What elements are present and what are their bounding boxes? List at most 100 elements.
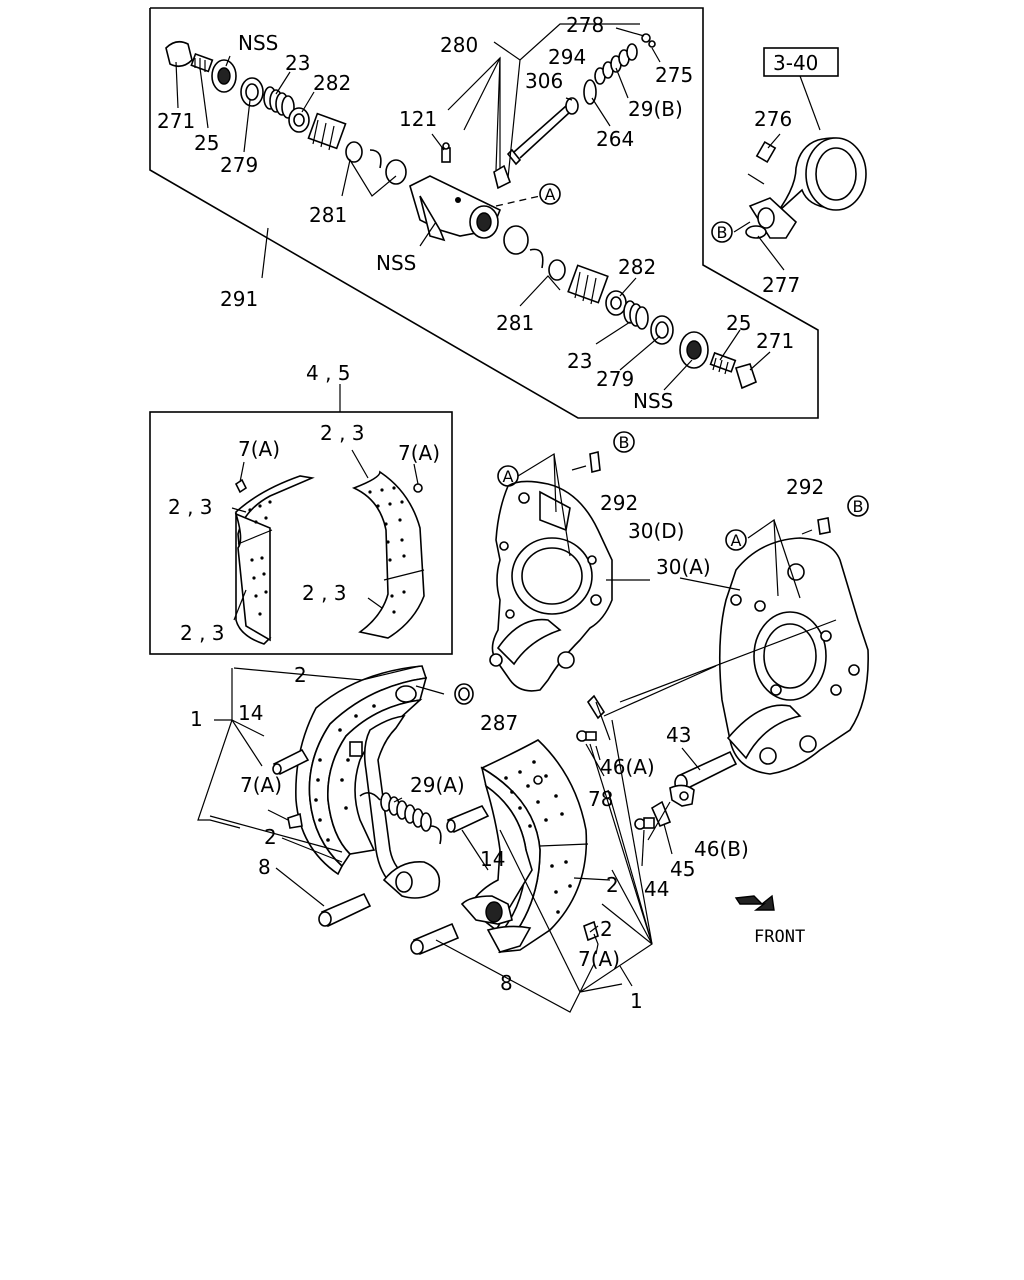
rivet-7a-k2 <box>413 483 423 493</box>
brake-chamber-3-40 <box>733 47 867 271</box>
label-23-k2: 2 , 3 <box>168 495 213 519</box>
bleeder-screw-121 <box>441 142 451 163</box>
svg-text:A: A <box>503 467 514 486</box>
marker-a-leaders <box>517 452 801 599</box>
reference-box-3-40 <box>763 47 839 77</box>
label-43: 43 <box>666 723 691 747</box>
leaders-lower <box>197 665 701 1013</box>
wheel-cylinder-assembly-frame <box>149 7 819 419</box>
label-281-top: 281 <box>309 203 347 227</box>
label-278: 278 <box>566 13 604 37</box>
label-292-a: 292 <box>600 491 638 515</box>
label-45: 45 <box>670 857 695 881</box>
label-78: 78 <box>588 787 613 811</box>
rivet-7a-k1 <box>234 478 248 494</box>
label-306: 306 <box>525 69 563 93</box>
label-121: 121 <box>399 107 437 131</box>
marker-b-2: B <box>613 431 635 453</box>
marker-a-3: A <box>725 529 747 551</box>
brake-shoe-left <box>295 665 441 899</box>
label-281-bot: 281 <box>496 311 534 335</box>
label-nss-top: NSS <box>238 31 278 55</box>
anchor-pin-14-right <box>446 804 490 834</box>
label-7a-k2: 7(A) <box>398 441 440 465</box>
label-front: FRONT <box>754 927 805 947</box>
return-spring-29a <box>359 792 442 845</box>
label-46b: 46(B) <box>694 837 749 861</box>
label-264: 264 <box>596 127 634 151</box>
label-4-5: 4 , 5 <box>306 361 351 385</box>
cylinder-body-nss <box>409 175 502 242</box>
label-282-bot: 282 <box>618 255 656 279</box>
label-30a: 30(A) <box>656 555 711 579</box>
label-14-a: 14 <box>238 701 263 725</box>
o-ring-264 <box>583 79 597 105</box>
spring-23-top <box>263 86 295 119</box>
lining-left <box>235 475 315 645</box>
piston-top <box>385 159 407 185</box>
anchor-plate-30d <box>489 451 613 692</box>
spring-23-bottom <box>623 300 649 330</box>
label-287: 287 <box>480 711 518 735</box>
plunger-281-top <box>345 141 363 163</box>
snap-ring-281-bottom <box>529 248 544 269</box>
bolt-276 <box>755 140 777 164</box>
label-291: 291 <box>220 287 258 311</box>
label-1-b: 1 <box>630 989 643 1013</box>
collar-306 <box>565 97 579 115</box>
label-3-40: 3-40 <box>773 51 818 75</box>
label-280: 280 <box>440 33 478 57</box>
marker-b-1: B <box>711 221 733 243</box>
pushrod-280 <box>493 105 571 190</box>
bolt-292-b <box>817 517 831 535</box>
label-29b: 29(B) <box>628 97 683 121</box>
label-nss-mid: NSS <box>376 251 416 275</box>
label-23-k4: 2 , 3 <box>180 621 225 645</box>
label-7a-k1: 7(A) <box>238 437 280 461</box>
label-23-bot: 23 <box>567 349 592 373</box>
label-275: 275 <box>655 63 693 87</box>
label-8-b: 8 <box>500 971 513 995</box>
dust-cap-271-top <box>165 40 193 68</box>
anchor-pin-14-left <box>272 748 310 776</box>
label-282-top: 282 <box>313 71 351 95</box>
lining-kit-box <box>149 384 453 655</box>
label-30d: 30(D) <box>628 519 684 543</box>
marker-b-3: B <box>847 495 869 517</box>
label-46a: 46(A) <box>600 755 655 779</box>
label-2-a: 2 <box>294 663 307 687</box>
brake-shoe-right <box>460 739 589 954</box>
spring-29b <box>594 43 638 85</box>
label-nss-bot: NSS <box>633 389 673 413</box>
label-277: 277 <box>762 273 800 297</box>
label-25-top: 25 <box>194 131 219 155</box>
dust-cap-271-bottom <box>735 363 757 390</box>
adjuster-nut-bottom <box>567 264 609 305</box>
label-279-top: 279 <box>220 153 258 177</box>
label-294: 294 <box>548 45 586 69</box>
label-2-d: 2 <box>600 917 613 941</box>
front-arrow-icon <box>734 894 775 911</box>
gasket-277 <box>745 225 767 239</box>
label-271-bot: 271 <box>756 329 794 353</box>
svg-text:A: A <box>731 531 742 550</box>
label-25-bot: 25 <box>726 311 751 335</box>
adjuster-screw-25-top <box>190 52 214 73</box>
label-292-b: 292 <box>786 475 824 499</box>
lining-right <box>351 470 425 639</box>
callout-labels: NSS 23 282 280 294 278 275 306 29(B) 264… <box>157 13 824 1013</box>
svg-text:A: A <box>545 185 556 204</box>
label-271-top: 271 <box>157 109 195 133</box>
bushing-8-right <box>410 922 460 956</box>
label-23-k1: 2 , 3 <box>320 421 365 445</box>
bolt-292-a <box>589 451 601 473</box>
marker-a-1: A <box>539 183 561 205</box>
label-23-top: 23 <box>285 51 310 75</box>
anchor-plate-30a <box>718 517 869 775</box>
svg-text:B: B <box>717 223 728 242</box>
label-2-b: 2 <box>264 825 277 849</box>
wheel-cylinder-parts <box>165 33 757 390</box>
piston-bottom <box>503 225 529 255</box>
label-44: 44 <box>644 877 669 901</box>
